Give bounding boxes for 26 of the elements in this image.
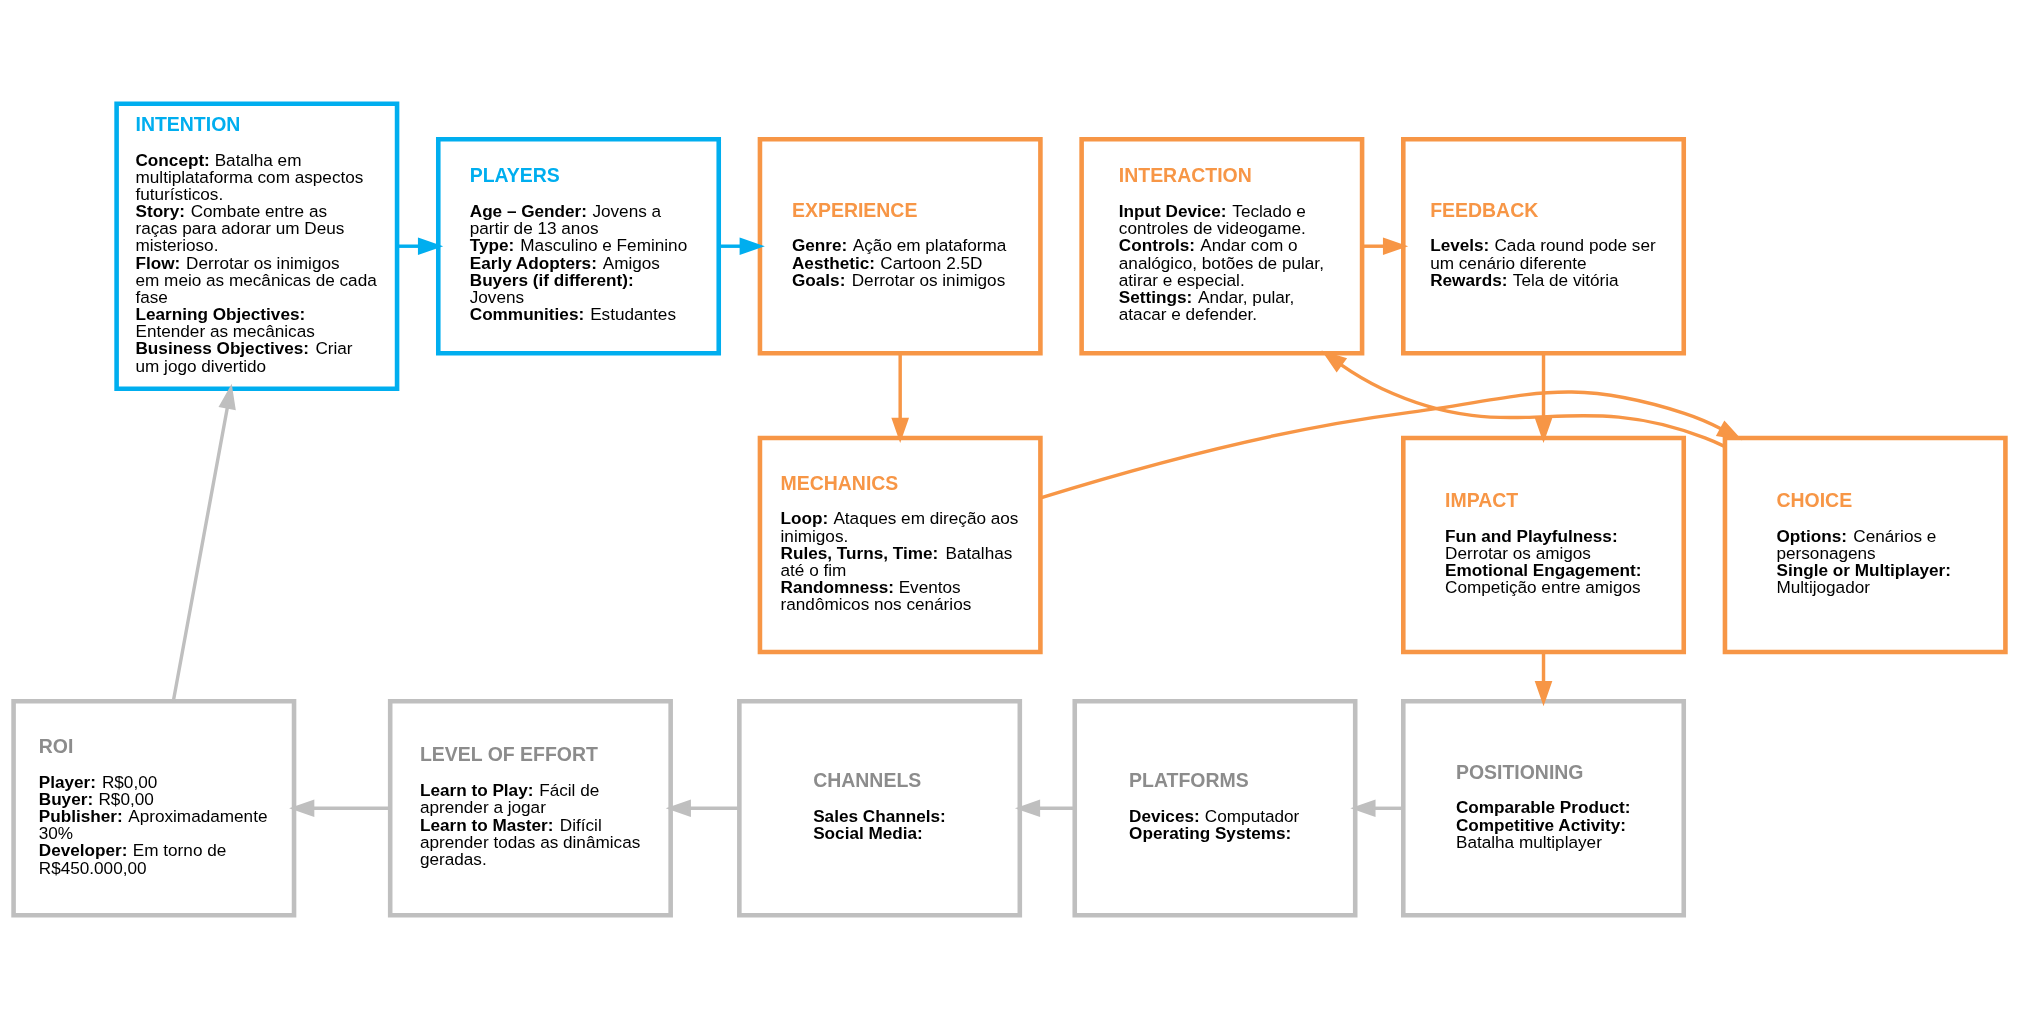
arrow bbox=[396, 237, 443, 256]
node-box: POSITIONING Comparable Product: Competitive Activity: Batalha multiplayer bbox=[1400, 698, 1686, 918]
node-box: ROI Player: R$0,00 Buyer: R$0,00 Publisher: Aproximadamente 30% Developer: Em torno de R$450.000,00 bbox=[10, 698, 296, 918]
node-box: INTENTION Concept: Batalha em multiplataforma com aspectos futurísticos. Story: Combate entre as raças para adorar um Deus misterioso. Flow: Derrotar os inimigos em meio as mecânicas de cada fase Learning Objectives: Entender as mecânicas Business Objectives: Criar um jogo divertido bbox=[113, 101, 399, 392]
node-box: MECHANICS Loop: Ataques em direção aos inimigos. Rules, Turns, Time: Batalhas até o fim Randomness: Eventos randômicos nos cenários bbox=[757, 435, 1043, 655]
arrow bbox=[718, 237, 765, 256]
node-box: INTERACTION Input Device: Teclado e controles de videogame. Controls: Andar com o analógico, botões de pular, atirar e especial. Settings: Andar, pular, atacar e defender. bbox=[1078, 136, 1364, 356]
node-box: FEEDBACK Levels: Cada round pode ser um cenário diferente Rewards: Tela de vitória bbox=[1400, 136, 1686, 356]
arrow bbox=[1361, 237, 1408, 256]
node-box: LEVEL OF EFFORT Learn to Play: Fácil de aprender a jogar Learn to Master: Difícil aprender todas as dinâmicas geradas. bbox=[387, 698, 673, 918]
arrow bbox=[171, 383, 236, 702]
node-box: CHOICE Options: Cenários e personagens Single or Multiplayer: Multijogador bbox=[1722, 435, 2008, 655]
arrow bbox=[1014, 799, 1074, 818]
node-box: PLATFORMS Devices: Computador Operating Systems: bbox=[1071, 698, 1357, 918]
arrow bbox=[1321, 350, 1725, 448]
node-box: EXPERIENCE Genre: Ação em plataforma Aesthetic: Cartoon 2.5D Goals: Derrotar os inimigos bbox=[757, 136, 1043, 356]
arrow bbox=[665, 799, 739, 818]
arrow bbox=[1039, 390, 1742, 500]
arrow bbox=[1349, 799, 1403, 818]
arrow bbox=[288, 799, 390, 818]
arrow bbox=[1534, 353, 1552, 444]
node-box: PLAYERS Age – Gender: Jovens a partir de 13 anos Type: Masculino e Feminino Early Adopters: Amigos Buyers (if different): Jovens Communities: Estudantes bbox=[435, 136, 721, 356]
arrow bbox=[890, 353, 909, 444]
node-box: IMPACT Fun and Playfulness: Derrotar os amigos Emotional Engagement: Competição entre amigos bbox=[1400, 435, 1686, 655]
node-box: CHANNELS Sales Channels: Social Media: bbox=[736, 698, 1022, 918]
arrow bbox=[1534, 652, 1552, 707]
